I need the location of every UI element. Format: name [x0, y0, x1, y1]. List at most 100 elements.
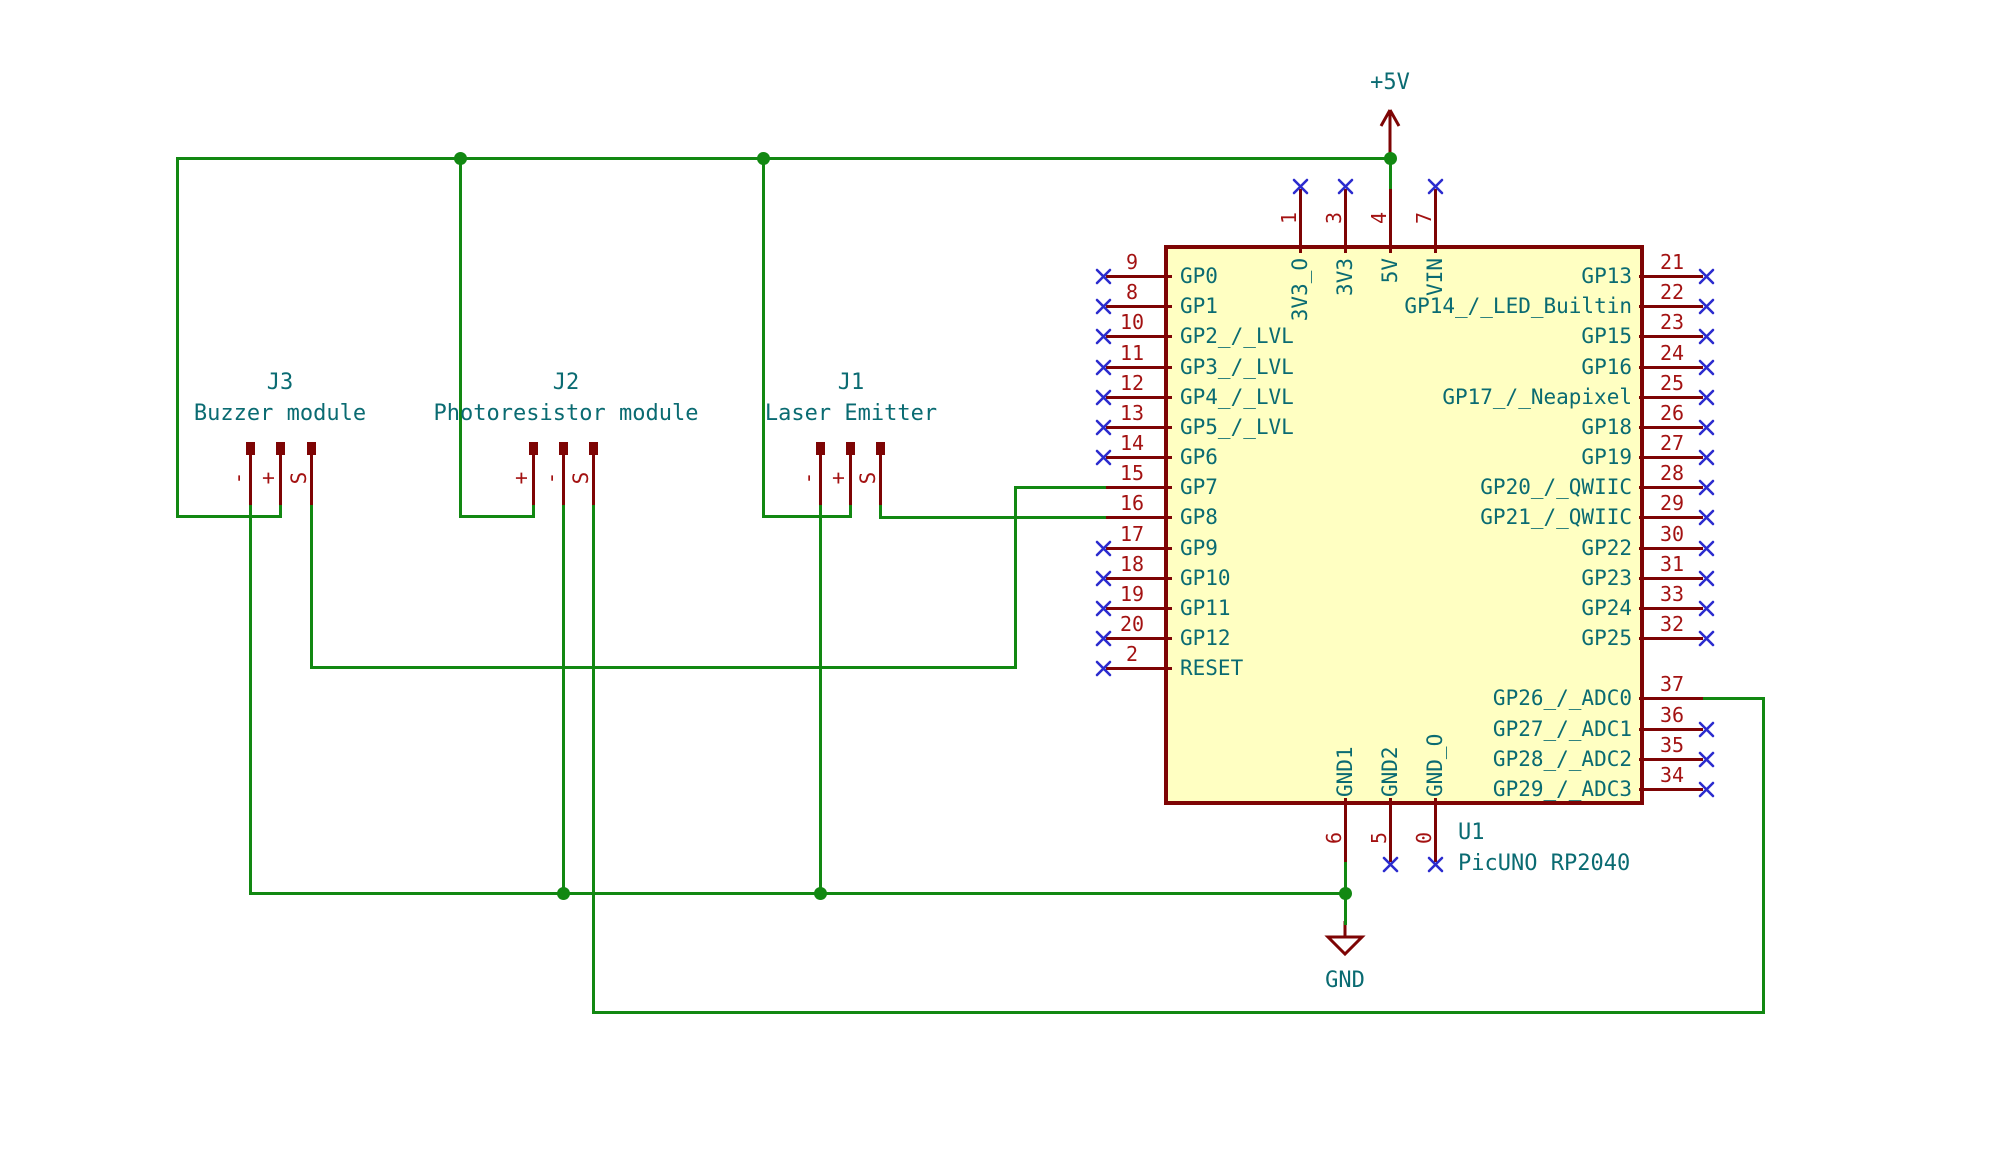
pin-stub: [1106, 577, 1172, 580]
ic-value: PicUNO RP2040: [1458, 851, 1631, 876]
pin-number: 27: [1659, 431, 1685, 455]
pin-number: 6: [1322, 831, 1346, 845]
pin-stub: [1639, 637, 1703, 640]
pin-name: GP21_/_QWIIC: [1480, 505, 1632, 529]
pin-name: GP8: [1180, 505, 1218, 529]
pin-name: GP0: [1180, 264, 1218, 288]
pin-name: GP25: [1581, 626, 1632, 650]
pin-name: GP29_/_ADC3: [1492, 777, 1632, 801]
pin-name: GND2: [1378, 746, 1402, 797]
no-connect-x-icon: [1337, 178, 1354, 195]
no-connect-x-icon: [1698, 751, 1715, 768]
pin-name: GP14_/_LED_Builtin: [1404, 294, 1632, 318]
no-connect-x-icon: [1698, 509, 1715, 526]
pin-stub: [1106, 637, 1172, 640]
vcc-arrow-icon: [1379, 109, 1401, 155]
pin-name: GP9: [1180, 536, 1218, 560]
pin-name: 3V3: [1333, 258, 1357, 296]
connector-pin-label: +: [826, 471, 850, 485]
connector-pin-stub: [592, 452, 595, 505]
pin-stub: [1639, 516, 1703, 519]
pin-name: GP7: [1180, 475, 1218, 499]
pin-number: 21: [1659, 250, 1685, 274]
pin-stub: [1106, 667, 1172, 670]
pin-stub: [1299, 189, 1302, 253]
pin-number: 1: [1277, 211, 1301, 225]
wire-segment: [279, 502, 282, 518]
pin-number: 25: [1659, 371, 1685, 395]
connector-pin-stub: [849, 452, 852, 505]
connector-pin: [529, 442, 538, 455]
wire-segment: [176, 157, 1392, 160]
pin-number: 30: [1659, 522, 1685, 546]
pin-number: 14: [1119, 431, 1145, 455]
no-connect-x-icon: [1095, 449, 1112, 466]
pin-stub: [1639, 456, 1703, 459]
connector-pin-label: S: [569, 471, 593, 485]
no-connect-x-icon: [1095, 328, 1112, 345]
pin-stub: [1639, 758, 1703, 761]
pin-number: 12: [1119, 371, 1145, 395]
connector-pin: [307, 442, 316, 455]
pin-name: GP24: [1581, 596, 1632, 620]
wire-segment: [849, 502, 852, 518]
pin-name: GP27_/_ADC1: [1492, 717, 1632, 741]
pin-name: GND1: [1333, 746, 1357, 797]
pin-number: 20: [1119, 612, 1145, 636]
connector-pin-stub: [310, 452, 313, 505]
pin-stub: [1434, 189, 1437, 253]
pin-name: 5V: [1378, 258, 1402, 284]
pin-stub: [1639, 697, 1703, 700]
connector-pin-stub: [819, 452, 822, 505]
no-connect-x-icon: [1698, 781, 1715, 798]
no-connect-x-icon: [1095, 540, 1112, 557]
wire-segment: [562, 502, 565, 895]
wire-segment: [1700, 697, 1765, 700]
wire-segment: [592, 502, 595, 1014]
wire-segment: [532, 502, 535, 518]
pin-number: 8: [1125, 280, 1139, 304]
pin-stub: [1344, 798, 1347, 862]
wire-segment: [819, 502, 822, 895]
wire-segment: [1014, 486, 1017, 669]
connector-value: Laser Emitter: [764, 401, 938, 426]
pin-number: 36: [1659, 703, 1685, 727]
connector-pin: [246, 442, 255, 455]
wire-segment: [249, 892, 1347, 895]
wire-segment: [762, 515, 852, 518]
pin-name: GP3_/_LVL: [1180, 355, 1294, 379]
connector-pin: [559, 442, 568, 455]
pin-name: RESET: [1180, 656, 1244, 680]
pin-stub: [1639, 788, 1703, 791]
pin-stub: [1389, 798, 1392, 862]
pin-stub: [1389, 189, 1392, 253]
pin-name: GP15: [1581, 324, 1632, 348]
connector-pin-stub: [879, 452, 882, 505]
gnd-symbol-icon: [1324, 921, 1366, 957]
pin-number: 16: [1119, 491, 1145, 515]
no-connect-x-icon: [1698, 449, 1715, 466]
pin-number: 29: [1659, 491, 1685, 515]
connector-pin-label: +: [256, 471, 280, 485]
connector-pin-label: -: [226, 471, 250, 485]
pin-number: 35: [1659, 733, 1685, 757]
pin-number: 13: [1119, 401, 1145, 425]
wire-segment: [592, 1011, 1765, 1014]
pin-stub: [1106, 275, 1172, 278]
wire-segment: [1014, 486, 1109, 489]
pin-number: 9: [1125, 250, 1139, 274]
pin-stub: [1639, 426, 1703, 429]
no-connect-x-icon: [1698, 721, 1715, 738]
connector-pin-label: -: [539, 471, 563, 485]
connector-pin: [846, 442, 855, 455]
pin-number: 18: [1119, 552, 1145, 576]
wire-segment: [879, 516, 1109, 519]
junction-dot: [454, 152, 467, 165]
wire-segment: [762, 157, 765, 518]
connector-pin-stub: [249, 452, 252, 505]
no-connect-x-icon: [1095, 660, 1112, 677]
pin-number: 15: [1119, 461, 1145, 485]
pin-name: GP6: [1180, 445, 1218, 469]
pin-name: GP13: [1581, 264, 1632, 288]
no-connect-x-icon: [1095, 419, 1112, 436]
